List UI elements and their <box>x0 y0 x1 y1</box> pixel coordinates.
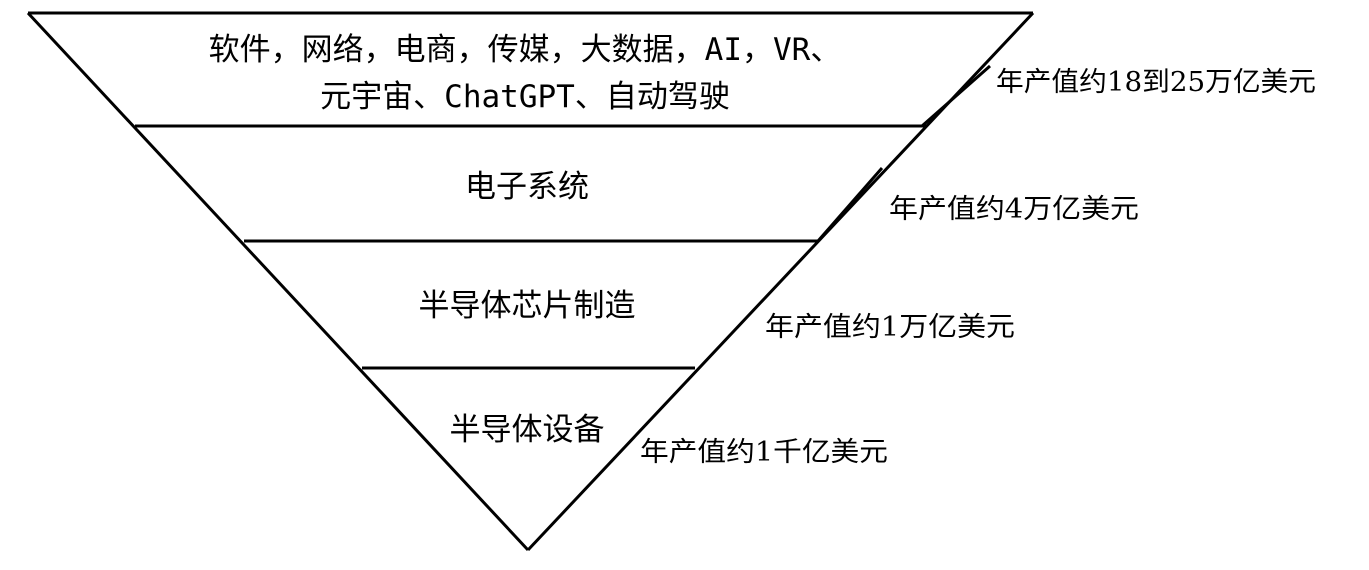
tier-3-value-label: 年产值约1万亿美元 <box>765 312 1015 343</box>
tier-2-label: 电子系统 <box>465 169 589 205</box>
tier-2-value-label: 年产值约4万亿美元 <box>889 194 1139 225</box>
tier-dividers <box>135 124 926 370</box>
tier-1-line-1: 软件，网络，电商，传媒，大数据，AI，VR、 <box>209 32 842 68</box>
tier-4-value-label: 年产值约1千亿美元 <box>640 437 888 468</box>
pyramid-left-edge <box>26 11 530 552</box>
connector-tier-2 <box>816 167 884 242</box>
tier-1-line-2: 元宇宙、ChatGPT、自动驾驶 <box>320 79 730 115</box>
tier-1-value-label: 年产值约18到25万亿美元 <box>996 67 1316 98</box>
tier-3-label: 半导体芯片制造 <box>419 288 636 324</box>
value-connectors <box>816 64 991 242</box>
connector-tier-1 <box>921 64 991 128</box>
tier-4-label: 半导体设备 <box>450 412 605 448</box>
